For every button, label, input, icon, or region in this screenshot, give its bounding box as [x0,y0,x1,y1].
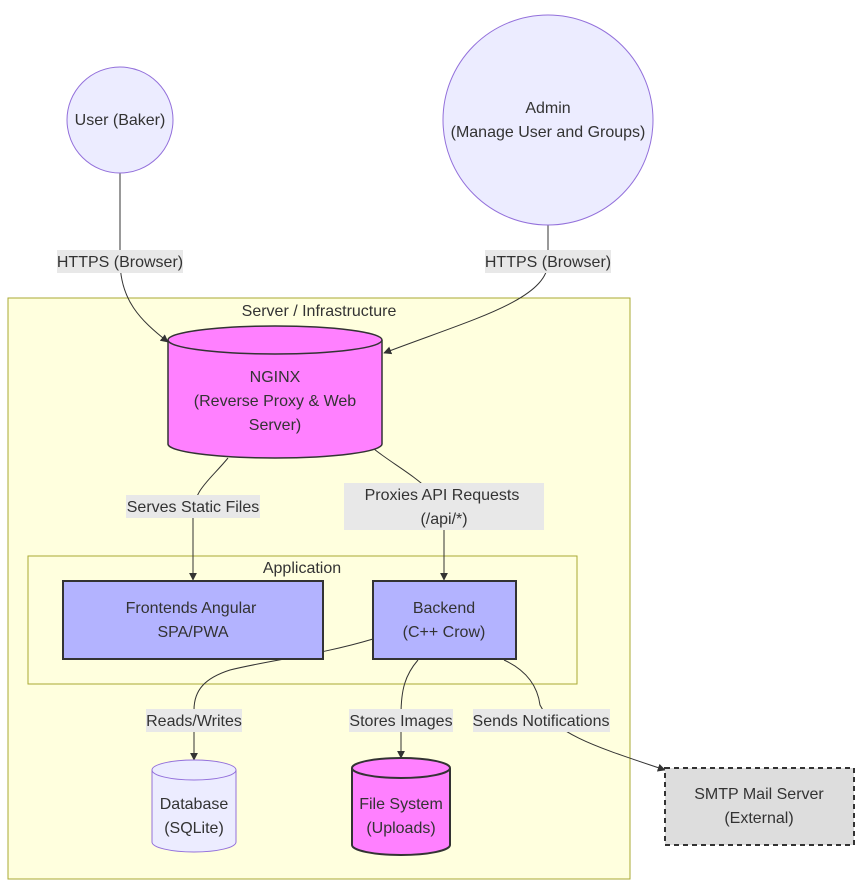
filesystem-node: File System (Uploads) [351,757,451,856]
edge-label-nginx-frontend: Serves Static Files [126,495,260,518]
edge-label-backend-filesystem: Stores Images [349,709,453,732]
nginx-node: NGINX (Reverse Proxy & Web Server) [167,325,383,459]
edge-label-backend-smtp: Sends Notifications [473,709,610,732]
svg-text:Admin: Admin [525,100,570,117]
edge-label-admin-nginx: HTTPS (Browser) [485,250,611,273]
svg-text:Sends Notifications: Sends Notifications [473,713,610,730]
svg-text:HTTPS (Browser): HTTPS (Browser) [57,254,183,271]
svg-text:SPA/PWA: SPA/PWA [157,624,228,641]
svg-text:Server): Server) [249,417,301,434]
svg-text:HTTPS (Browser): HTTPS (Browser) [485,254,611,271]
database-node: Database (SQLite) [151,759,237,853]
server-group-label: Server / Infrastructure [242,303,397,320]
svg-text:NGINX: NGINX [250,369,301,386]
svg-text:(C++ Crow): (C++ Crow) [403,624,486,641]
svg-text:Database: Database [160,796,229,813]
edge-backend-database [190,638,374,761]
svg-text:Proxies API Requests: Proxies API Requests [365,487,520,504]
frontend-node: Frontends Angular SPA/PWA [62,580,324,660]
backend-node: Backend (C++ Crow) [372,580,517,660]
svg-text:(Manage User and Groups): (Manage User and Groups) [451,124,646,141]
admin-node: Admin (Manage User and Groups) [442,14,654,226]
application-group-label: Application [263,560,341,577]
edge-label-backend-database: Reads/Writes [146,709,242,732]
svg-text:Serves Static Files: Serves Static Files [127,499,259,516]
svg-text:(/api/*): (/api/*) [420,511,467,528]
svg-text:Backend: Backend [413,600,475,617]
svg-text:(SQLite): (SQLite) [164,820,224,837]
user-node: User (Baker) [66,66,174,174]
edge-label-user-nginx: HTTPS (Browser) [57,250,183,273]
svg-text:SMTP Mail Server: SMTP Mail Server [694,786,824,803]
svg-text:Frontends Angular: Frontends Angular [126,600,257,617]
svg-text:Reads/Writes: Reads/Writes [146,713,242,730]
svg-text:File System: File System [359,796,443,813]
svg-text:(Uploads): (Uploads) [366,820,435,837]
svg-text:(Reverse Proxy & Web: (Reverse Proxy & Web [194,393,357,410]
svg-text:Stores Images: Stores Images [349,713,452,730]
edge-label-nginx-backend: Proxies API Requests (/api/*) [344,483,544,530]
svg-text:User (Baker): User (Baker) [75,112,166,129]
edge-labels: HTTPS (Browser) HTTPS (Browser) Serves S… [57,250,611,732]
svg-text:(External): (External) [724,810,793,827]
smtp-node: SMTP Mail Server (External) [664,767,855,846]
